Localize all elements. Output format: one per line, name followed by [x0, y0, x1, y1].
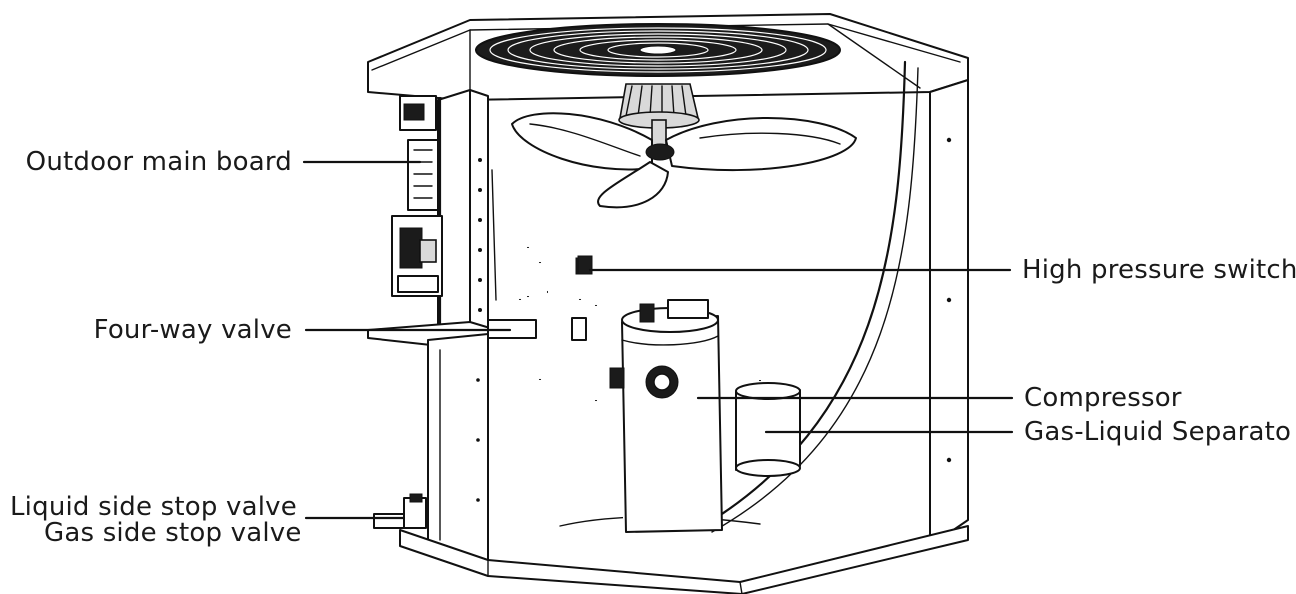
gas-liquid-separator	[735, 382, 801, 477]
right-side-panel	[929, 79, 969, 547]
base-pan	[399, 525, 969, 594]
label-liquid-side-stop-valve: Liquid side stop valve	[10, 492, 297, 522]
fan-blades	[511, 112, 857, 209]
electrical-box	[391, 89, 497, 342]
label-high-pressure-switch: High pressure switch	[1022, 255, 1296, 285]
label-gas-liquid-separator: Gas-Liquid Separato	[1024, 417, 1292, 447]
label-compressor: Compressor	[1024, 383, 1182, 413]
compressor	[609, 299, 723, 533]
four-way-valve	[487, 317, 587, 341]
high-pressure-switch	[577, 255, 593, 275]
stop-valves	[373, 493, 427, 529]
fan-motor	[618, 83, 700, 151]
label-gas-side-stop-valve: Gas side stop valve	[44, 518, 302, 548]
left-lower-panel	[427, 333, 489, 561]
label-outdoor-main-board: Outdoor main board	[25, 147, 292, 177]
shroud-curve	[698, 60, 907, 530]
fan-guard	[475, 23, 841, 77]
label-four-way-valve: Four-way valve	[93, 315, 292, 345]
